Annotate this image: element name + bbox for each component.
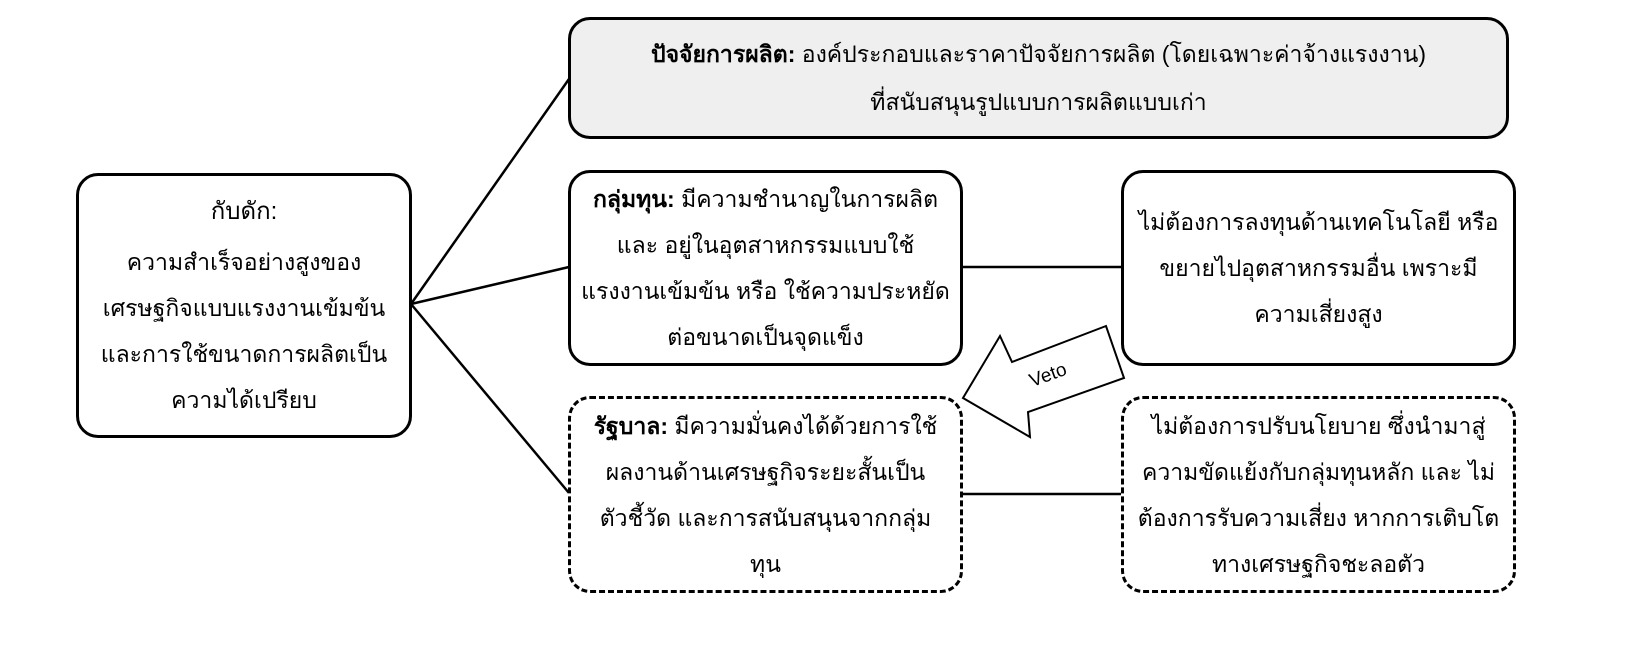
capital-box: กลุ่มทุน: มีความชำนาญในการผลิต และ อยู่ใ… bbox=[568, 170, 963, 366]
capital-line: ต่อขนาดเป็นจุดแข็ง bbox=[667, 324, 864, 350]
connector-trap-government bbox=[410, 303, 570, 494]
government-outcome-line: ต้องการรับความเสี่ยง หากการเติบโต bbox=[1137, 504, 1500, 531]
capital-outcome-line: ไม่ต้องการลงทุนด้านเทคโนโลยี หรือ bbox=[1138, 209, 1499, 235]
trap-title: กับดัก: bbox=[210, 197, 278, 225]
factors-box: ปัจจัยการผลิต: องค์ประกอบและราคาปัจจัยกา… bbox=[568, 17, 1509, 139]
veto-arrow: Veto bbox=[961, 324, 1126, 439]
capital-outcome-line: ความเสี่ยงสูง bbox=[1254, 301, 1383, 327]
capital-line: แรงงานเข้มข้น หรือ ใช้ความประหยัด bbox=[581, 278, 950, 304]
capital-line: และ อยู่ในอุตสาหกรรมแบบใช้ bbox=[616, 232, 915, 258]
connector-trap-capital bbox=[410, 265, 570, 306]
factors-line-1: ปัจจัยการผลิต: องค์ประกอบและราคาปัจจัยกา… bbox=[651, 30, 1426, 78]
factors-line-2: ที่สนับสนุนรูปแบบการผลิตแบบเก่า bbox=[870, 89, 1207, 115]
capital-text: มีความชำนาญในการผลิต bbox=[681, 186, 939, 212]
government-outcome-line: ความขัดแย้งกับกลุ่มทุนหลัก และ ไม่ bbox=[1141, 458, 1496, 485]
capital-line-1: กลุ่มทุน: มีความชำนาญในการผลิต bbox=[593, 176, 938, 222]
capital-label: กลุ่มทุน: bbox=[592, 186, 675, 212]
factors-text: องค์ประกอบและราคาปัจจัยการผลิต (โดยเฉพาะ… bbox=[801, 41, 1427, 67]
government-label: รัฐบาล: bbox=[593, 412, 668, 439]
capital-outcome-box: ไม่ต้องการลงทุนด้านเทคโนโลยี หรือ ขยายไป… bbox=[1121, 170, 1516, 366]
trap-line: และการใช้ขนาดการผลิตเป็น bbox=[100, 340, 388, 367]
factors-label: ปัจจัยการผลิต: bbox=[650, 41, 796, 67]
connector-trap-factors bbox=[409, 78, 571, 305]
government-box: รัฐบาล: มีความมั่นคงได้ด้วยการใช้ ผลงานด… bbox=[568, 396, 963, 593]
trap-box: กับดัก: ความสำเร็จอย่างสูงของ เศรษฐกิจแบ… bbox=[76, 173, 412, 438]
trap-line: ความสำเร็จอย่างสูงของ bbox=[126, 248, 362, 275]
capital-outcome-line: ขยายไปอุตสาหกรรมอื่น เพราะมี bbox=[1159, 255, 1478, 281]
government-line: ตัวชี้วัด และการสนับสนุนจากกลุ่ม bbox=[599, 504, 932, 531]
government-text: มีความมั่นคงได้ด้วยการใช้ bbox=[674, 412, 938, 439]
government-outcome-line: ทางเศรษฐกิจชะลอตัว bbox=[1211, 550, 1426, 577]
government-line: ทุน bbox=[750, 550, 781, 577]
trap-line: เศรษฐกิจแบบแรงงานเข้มข้น bbox=[102, 294, 386, 321]
trap-line: ความได้เปรียบ bbox=[171, 386, 317, 413]
government-outcome-box: ไม่ต้องการปรับนโยบาย ซึ่งนำมาสู่ ความขัด… bbox=[1121, 396, 1516, 593]
government-line: ผลงานด้านเศรษฐกิจระยะสั้นเป็น bbox=[605, 458, 926, 485]
government-line-1: รัฐบาล: มีความมั่นคงได้ด้วยการใช้ bbox=[594, 403, 938, 449]
government-outcome-line: ไม่ต้องการปรับนโยบาย ซึ่งนำมาสู่ bbox=[1151, 412, 1486, 439]
